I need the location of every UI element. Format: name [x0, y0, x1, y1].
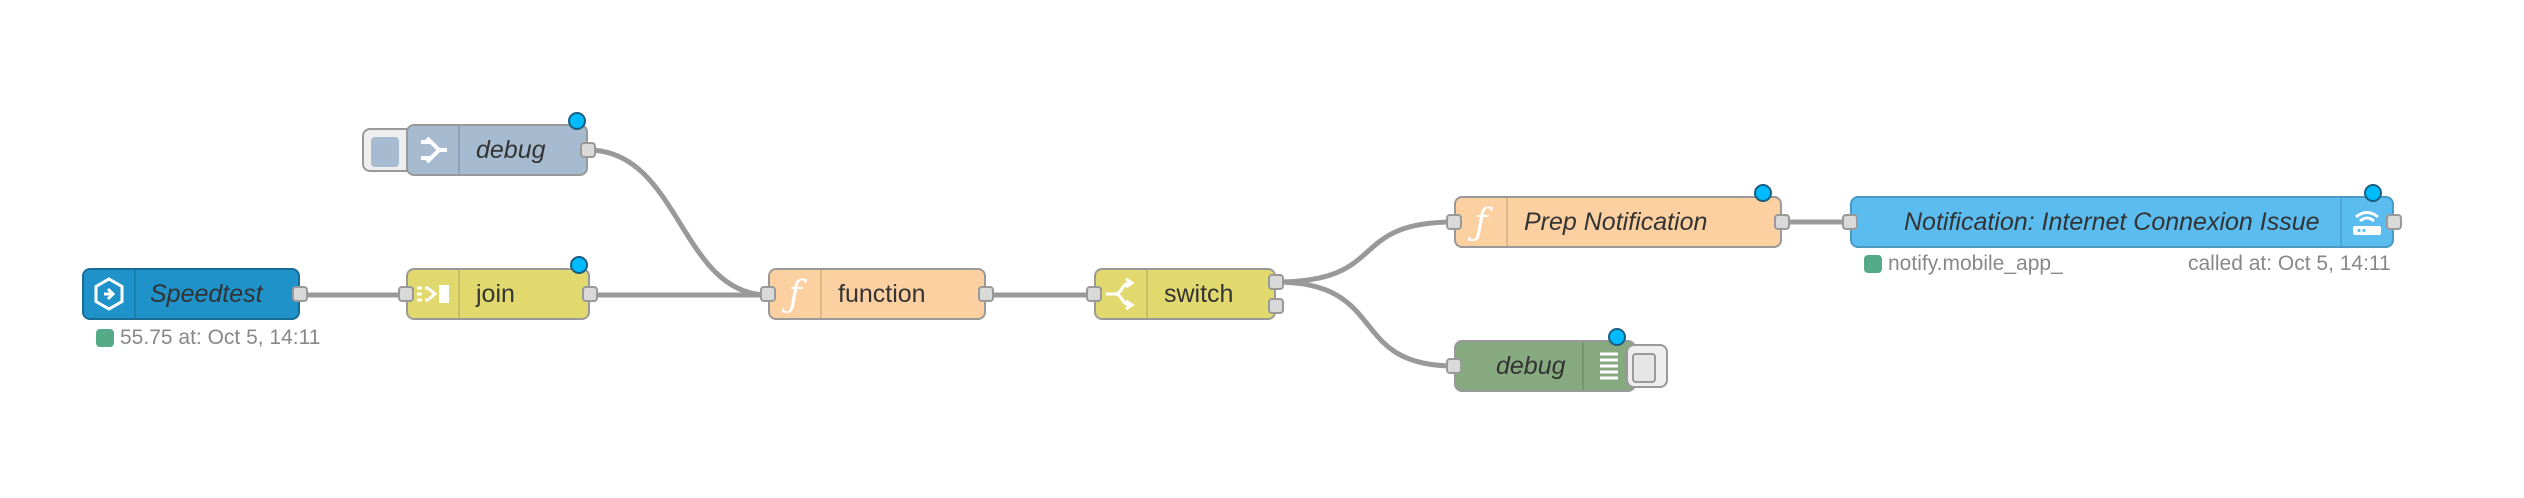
debug-bottom-label: debug: [1496, 352, 1566, 380]
debug-bottom-node[interactable]: debug: [1446, 328, 1636, 392]
status-dot: [96, 329, 114, 347]
wire-switch-prep[interactable]: [1275, 219, 1455, 285]
join-icon: [408, 270, 460, 318]
switch-output-port-2[interactable]: [1268, 298, 1284, 314]
switch-input-port[interactable]: [1086, 286, 1102, 302]
notification-node[interactable]: Notification: Internet Connexion Issue: [1842, 184, 2402, 248]
wire-debug-function[interactable]: [587, 147, 769, 298]
debug-list-icon: [1582, 342, 1634, 390]
notification-output-port[interactable]: [2386, 214, 2402, 230]
function-input-port[interactable]: [760, 286, 776, 302]
wifi-router-icon: [2340, 198, 2392, 246]
notification-label: Notification: Internet Connexion Issue: [1904, 208, 2320, 236]
debug-bottom-input-port[interactable]: [1446, 358, 1462, 374]
join-label: join: [476, 280, 515, 308]
function-icon: ƒ: [770, 270, 822, 318]
speedtest-icon: [84, 270, 136, 318]
changed-indicator: [1608, 328, 1626, 346]
wire-switch-debug[interactable]: [1275, 279, 1455, 369]
changed-indicator: [568, 112, 586, 130]
notification-input-port[interactable]: [1842, 214, 1858, 230]
switch-icon: [1096, 270, 1148, 318]
join-node[interactable]: join: [398, 256, 598, 320]
function-label: function: [838, 280, 926, 308]
notification-status-called: called at: Oct 5, 14:11: [2188, 252, 2391, 275]
prep-output-port[interactable]: [1774, 214, 1790, 230]
switch-node[interactable]: switch: [1086, 268, 1284, 320]
debug-top-output-port[interactable]: [580, 142, 596, 158]
debug-arrow-icon: [408, 126, 460, 174]
debug-top-node[interactable]: debug: [406, 112, 596, 176]
prep-input-port[interactable]: [1446, 214, 1462, 230]
function-node[interactable]: ƒ function: [760, 268, 994, 320]
debug-bottom-toggle-button[interactable]: [1626, 344, 1668, 388]
function-icon: ƒ: [1456, 198, 1508, 246]
speedtest-output-port[interactable]: [292, 286, 308, 302]
notification-status-service: notify.mobile_app_: [1888, 252, 2063, 275]
notification-status: notify.mobile_app_: [1864, 252, 2063, 276]
speedtest-label: Speedtest: [150, 280, 263, 308]
speedtest-node[interactable]: Speedtest: [82, 268, 308, 320]
switch-label: switch: [1164, 280, 1234, 308]
debug-top-button[interactable]: [362, 128, 414, 172]
changed-indicator: [1754, 184, 1772, 202]
debug-top-label: debug: [476, 136, 546, 164]
prep-notification-label: Prep Notification: [1524, 208, 1708, 236]
join-input-port[interactable]: [398, 286, 414, 302]
changed-indicator: [2364, 184, 2382, 202]
prep-notification-node[interactable]: ƒ Prep Notification: [1446, 184, 1790, 248]
join-output-port[interactable]: [582, 286, 598, 302]
speedtest-status-text: 55.75 at: Oct 5, 14:11: [120, 326, 321, 349]
changed-indicator: [570, 256, 588, 274]
status-dot: [1864, 255, 1882, 273]
function-output-port[interactable]: [978, 286, 994, 302]
speedtest-status: 55.75 at: Oct 5, 14:11: [96, 326, 320, 350]
switch-output-port-1[interactable]: [1268, 274, 1284, 290]
